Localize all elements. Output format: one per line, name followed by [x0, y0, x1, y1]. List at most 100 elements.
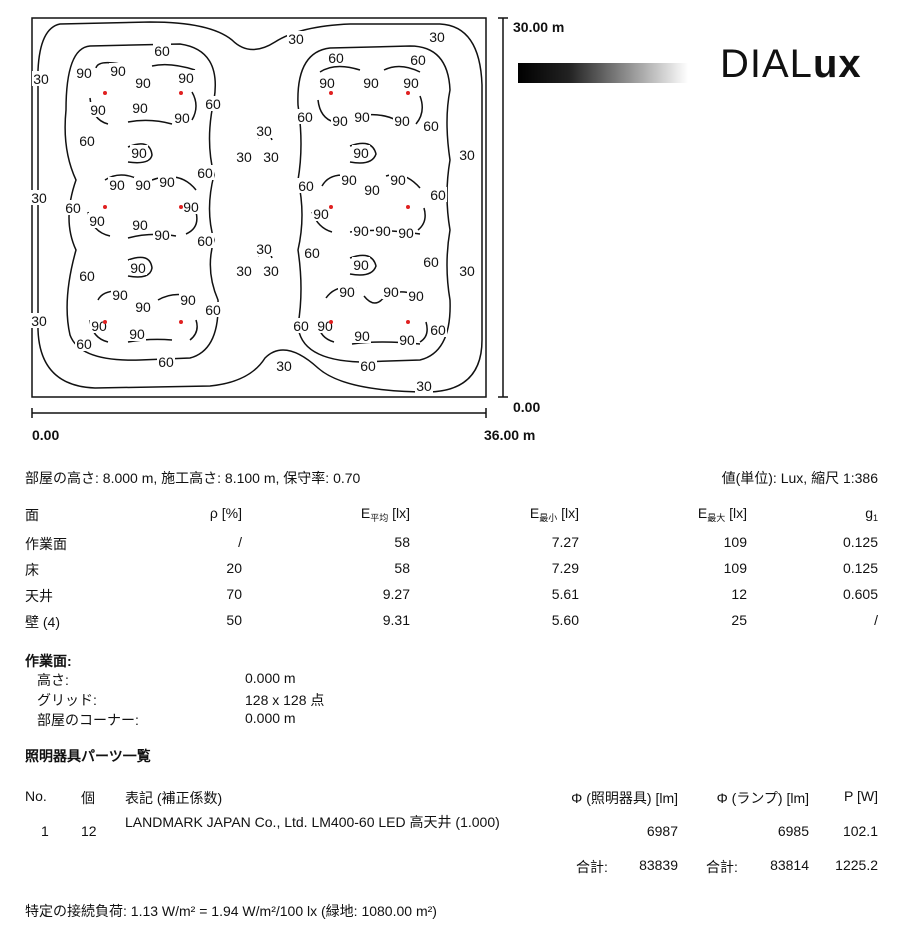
contour-label: 90 — [135, 299, 151, 315]
cell-e-max: 109 — [723, 534, 747, 550]
cell-name: 天井 — [25, 588, 53, 604]
contour-label: 30 — [276, 358, 292, 374]
contour-label: 90 — [89, 213, 105, 229]
contour-label: 60 — [158, 354, 174, 370]
contour-label: 30 — [263, 149, 279, 165]
contour-label: 90 — [319, 75, 335, 91]
contour-label: 60 — [205, 96, 221, 112]
x-min-label: 0.00 — [32, 427, 59, 443]
luminaire-markers — [103, 91, 410, 324]
contour-label: 90 — [354, 328, 370, 344]
contour-label: 30 — [33, 71, 49, 87]
connected-load: 特定の接続負荷: 1.13 W/m² = 1.94 W/m²/100 lx (緑… — [25, 903, 437, 919]
contour-label: 90 — [353, 145, 369, 161]
cell-e-avg: 9.27 — [382, 586, 410, 602]
contour-label: 60 — [304, 245, 320, 261]
contour-label: 60 — [430, 322, 446, 338]
contour-label: 30 — [459, 147, 475, 163]
contour-label: 90 — [375, 223, 391, 239]
header-name: 表記 (補正係数) — [125, 790, 223, 806]
cell-name: 作業面 — [25, 536, 67, 552]
luminaire-marker — [103, 91, 107, 95]
cell-e-min: 5.61 — [551, 586, 579, 602]
contour-label: 60 — [65, 200, 81, 216]
contour-label: 90 — [183, 199, 199, 215]
luminaire-list-title: 照明器具パーツ一覧 — [25, 748, 151, 764]
header-power: P [W] — [844, 788, 878, 804]
contour-label: 90 — [394, 113, 410, 129]
isoline-60-left — [64, 43, 219, 361]
luminaire-marker — [406, 205, 410, 209]
luminaire-marker — [329, 91, 333, 95]
luminance-gradient-bar — [518, 63, 688, 83]
workplane-height-value: 0.000 m — [245, 670, 296, 686]
contour-label: 60 — [79, 133, 95, 149]
cell-g1: / — [874, 612, 878, 628]
contour-label: 30 — [429, 29, 445, 45]
contour-label: 90 — [341, 172, 357, 188]
contour-label: 90 — [109, 177, 125, 193]
luminaire-marker — [406, 320, 410, 324]
header-surface: 面 — [25, 507, 39, 523]
cell-e-max: 109 — [723, 560, 747, 576]
contour-label: 90 — [135, 75, 151, 91]
row-flux-lamp: 6985 — [777, 823, 809, 839]
contour-label: 60 — [430, 187, 446, 203]
row-name: LANDMARK JAPAN Co., Ltd. LM400-60 LED 高天… — [125, 814, 500, 830]
luminaire-marker — [103, 205, 107, 209]
cell-name: 壁 (4) — [25, 614, 60, 630]
luminaire-marker — [406, 91, 410, 95]
contour-label: 30 — [31, 190, 47, 206]
logo-text-light: DIAL — [720, 42, 813, 86]
cell-rho: 70 — [226, 586, 242, 602]
contour-label: 90 — [132, 217, 148, 233]
luminaire-marker — [179, 320, 183, 324]
contour-label: 90 — [390, 172, 406, 188]
contour-label: 60 — [423, 254, 439, 270]
y-max-label: 30.00 m — [513, 19, 564, 35]
contour-label: 60 — [293, 318, 309, 334]
contour-label: 90 — [398, 225, 414, 241]
cell-e-avg: 58 — [394, 534, 410, 550]
total-flux-luminaire: 83839 — [639, 857, 678, 873]
header-flux-luminaire: Φ (照明器具) [lm] — [571, 790, 678, 806]
cell-g1: 0.605 — [842, 586, 878, 602]
contour-label: 60 — [423, 118, 439, 134]
total-label-lamp: 合計: — [706, 859, 738, 875]
luminaire-marker — [179, 205, 183, 209]
contour-label: 30 — [256, 123, 272, 139]
contour-label: 90 — [403, 75, 419, 91]
room-outline — [31, 17, 487, 398]
contour-label: 90 — [154, 227, 170, 243]
contour-label: 60 — [410, 52, 426, 68]
cell-e-min: 7.27 — [551, 534, 579, 550]
contour-label: 90 — [135, 177, 151, 193]
contour-label: 90 — [399, 332, 415, 348]
header-g1: g1 — [865, 505, 878, 523]
workplane-corner-label: 部屋のコーナー: — [37, 712, 139, 728]
luminaire-marker — [329, 320, 333, 324]
contour-label: 60 — [79, 268, 95, 284]
contour-label: 90 — [353, 223, 369, 239]
contour-label: 90 — [130, 260, 146, 276]
contour-label: 90 — [129, 326, 145, 342]
contour-label: 90 — [76, 65, 92, 81]
contour-label: 90 — [90, 102, 106, 118]
cell-e-min: 5.60 — [551, 612, 579, 628]
luminaire-marker — [329, 205, 333, 209]
scale-axes — [31, 17, 508, 418]
contour-label: 90 — [178, 70, 194, 86]
header-e-avg: E平均 [lx] — [360, 505, 410, 523]
contour-label: 90 — [180, 292, 196, 308]
contour-label: 30 — [236, 149, 252, 165]
cell-rho: 50 — [226, 612, 242, 628]
cell-e-max: 12 — [731, 586, 747, 602]
logo-text-bold: ux — [812, 42, 862, 86]
contour-label: 30 — [31, 313, 47, 329]
row-no: 1 — [41, 823, 49, 839]
contour-label: 90 — [332, 113, 348, 129]
header-e-min: E最小 [lx] — [529, 505, 579, 523]
contour-label: 90 — [383, 284, 399, 300]
contour-label: 30 — [288, 31, 304, 47]
